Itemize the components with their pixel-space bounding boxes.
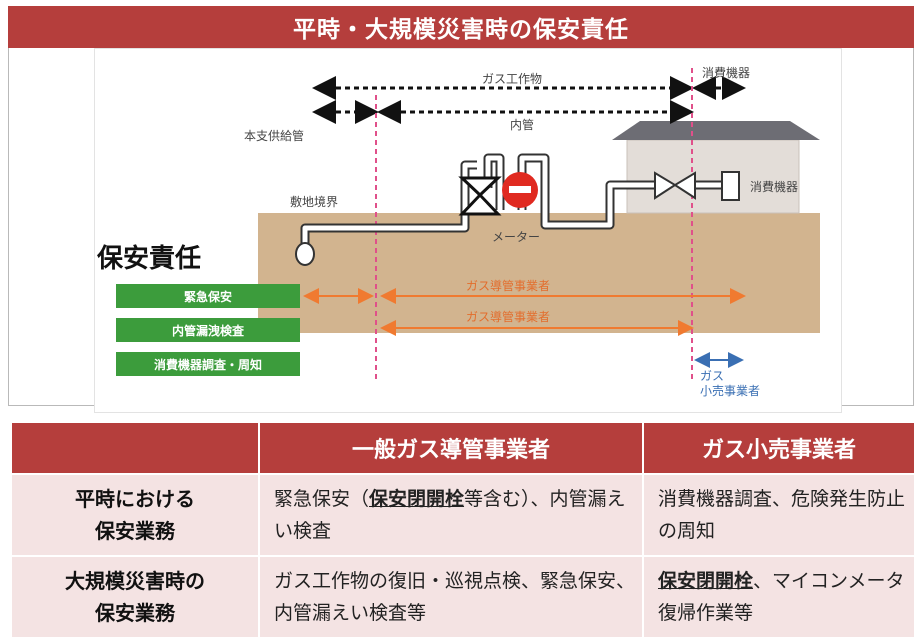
duty-leak-inspection: 内管漏洩検査 [116,318,300,342]
disaster-retail-duties: 保安閉開栓、マイコンメータ復帰作業等 [642,555,916,639]
appliance-label: 消費機器 [750,180,799,194]
table-row: 大規模災害時の 保安業務 ガス工作物の復旧・巡視点検、緊急保安、内管漏えい検査等… [10,555,916,639]
ground [258,213,820,333]
responsibility-title: 保安責任 [97,244,202,274]
appliance-valve-icon [654,171,677,200]
responsibility-table: 一般ガス導管事業者 ガス小売事業者 平時における 保安業務 緊急保安（保安閉開栓… [10,421,916,639]
appliance-icon [721,171,740,201]
table-header-pipeline: 一般ガス導管事業者 [258,421,644,475]
row-label-disaster: 大規模災害時の 保安業務 [10,555,260,639]
pipeline-operator-label-2: ガス導管事業者 [466,310,551,324]
table-header-retail: ガス小売事業者 [642,421,916,475]
duty-appliance-survey: 消費機器調査・周知 [116,352,300,376]
house-roof [612,121,820,140]
gas-facility-label: ガス工作物 [482,72,543,86]
table-header-empty [10,421,260,475]
meter-label: メーター [492,230,541,244]
normal-retail-duties: 消費機器調査、危険発生防止の周知 [642,473,916,557]
row-label-normal: 平時における 保安業務 [10,473,260,557]
house-wall [626,139,800,214]
boundary-label: 敷地境界 [290,195,339,209]
page-title: 平時・大規模災害時の保安責任 [8,6,914,48]
table-row: 平時における 保安業務 緊急保安（保安閉開栓等含む）、内管漏えい検査 消費機器調… [10,473,916,557]
normal-pipeline-duties: 緊急保安（保安閉開栓等含む）、内管漏えい検査 [258,473,644,557]
inner-pipe-label: 内管 [510,118,535,132]
appliance-span-label: 消費機器 [702,66,751,80]
main-pipe-label: 本支供給管 [244,129,305,143]
table-header-row: 一般ガス導管事業者 ガス小売事業者 [10,421,916,475]
disaster-pipeline-duties: ガス工作物の復旧・巡視点検、緊急保安、内管漏えい検査等 [258,555,644,639]
valve-icon [458,176,502,198]
retailer-label: ガス 小売事業者 [700,369,761,398]
main-pipe-end [295,242,315,266]
pipeline-operator-label-1: ガス導管事業者 [466,279,551,293]
duty-emergency: 緊急保安 [116,284,300,308]
